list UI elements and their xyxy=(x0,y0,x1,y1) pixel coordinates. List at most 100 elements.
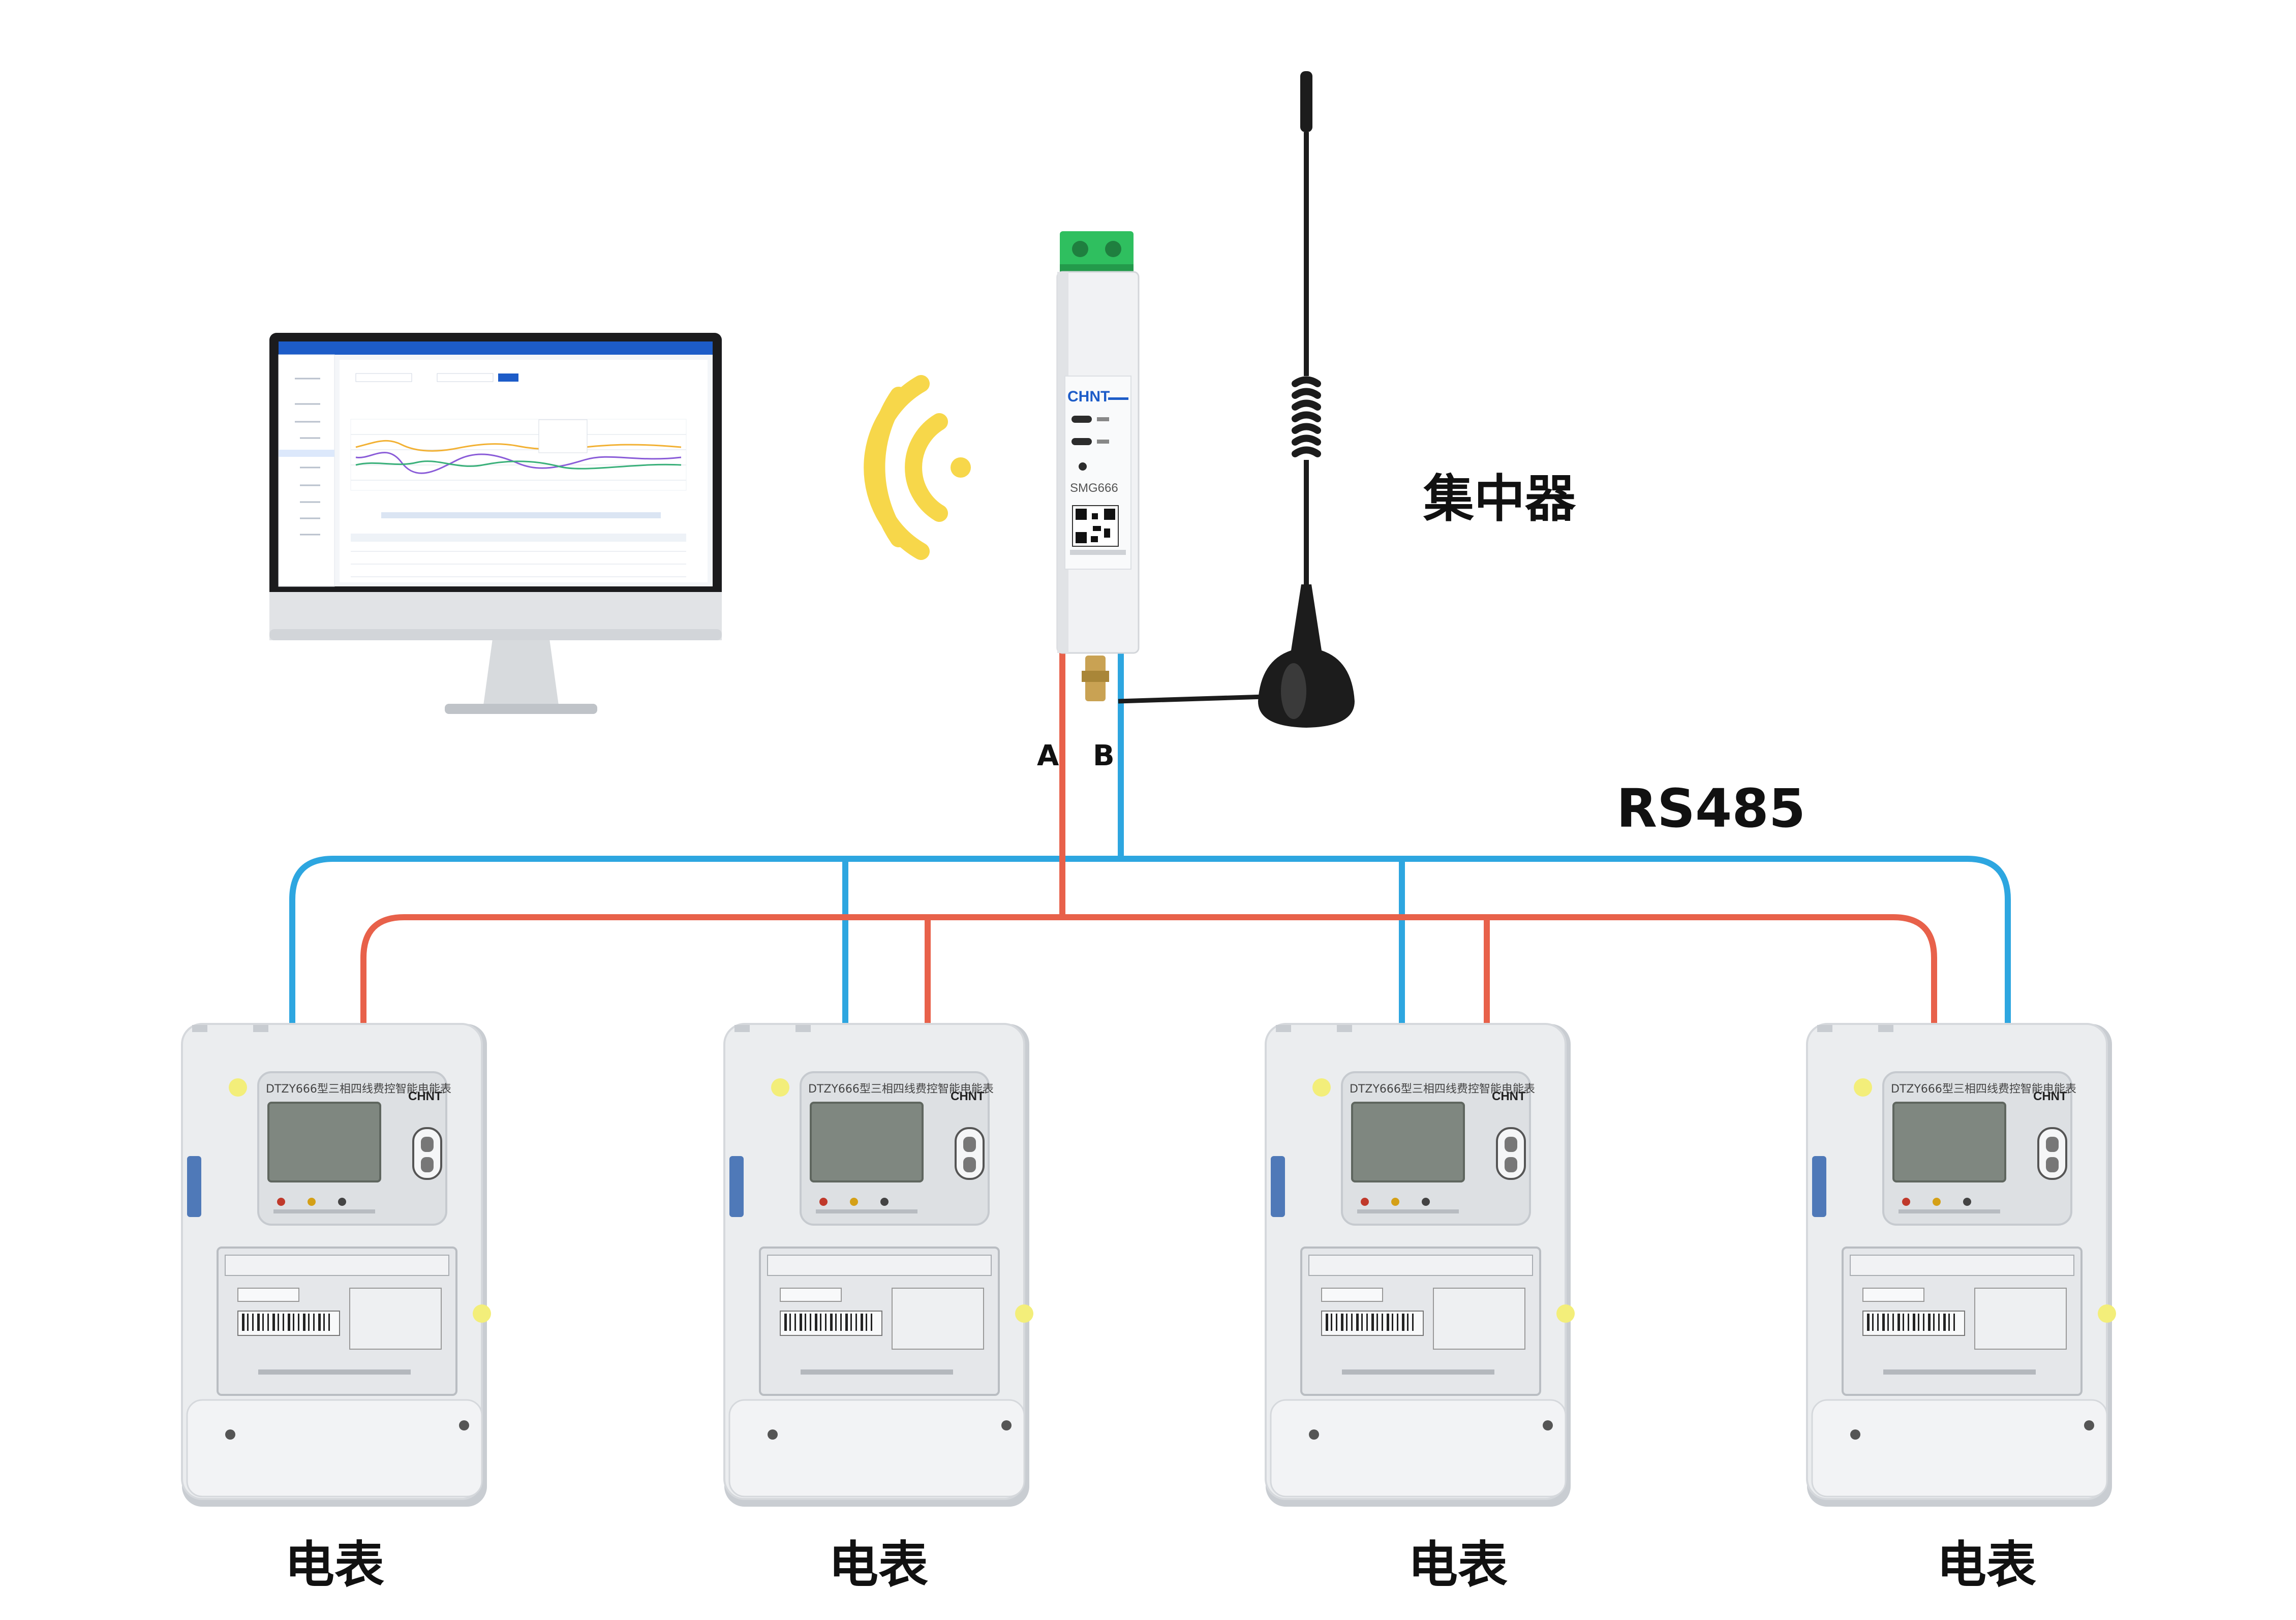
wifi-arc-3 xyxy=(868,387,907,547)
meter-barcode-bar xyxy=(1928,1314,1931,1331)
meter-freq-box xyxy=(1862,1288,1924,1302)
electric-meters: DTZY666型三相四线费控智能电能表CHNTDTZY666型三相四线费控智能电… xyxy=(181,1023,2116,1507)
meter-barcode-bar xyxy=(1908,1314,1909,1331)
meter-indicator-light xyxy=(771,1078,789,1097)
meter-maker-text xyxy=(801,1369,953,1375)
led-run xyxy=(1072,416,1092,423)
chart-line-1 xyxy=(355,440,682,452)
data-table-rows xyxy=(351,551,686,577)
terminal-a-label: A xyxy=(1037,739,1059,772)
meter-barcode-bar xyxy=(298,1314,299,1331)
meter-led-labels xyxy=(273,1209,375,1213)
meter-wire-port-left xyxy=(734,1025,750,1032)
meter-button xyxy=(1496,1127,1526,1180)
meter-barcode-bar xyxy=(866,1314,867,1331)
meter-barcode-bar xyxy=(1882,1314,1885,1331)
antenna-connector-nut xyxy=(1082,671,1109,682)
meter-barcode-bar xyxy=(840,1314,842,1331)
meter-barcode-bar xyxy=(303,1314,305,1331)
meter-status-led xyxy=(1963,1198,1971,1206)
meter-terminal-cover xyxy=(1270,1399,1567,1498)
meter-status-led xyxy=(880,1198,889,1206)
meter-status-led xyxy=(1902,1198,1910,1206)
meter-barcode-bar xyxy=(323,1314,325,1331)
qr-code xyxy=(1072,505,1119,547)
meter-status-led xyxy=(850,1198,858,1206)
meter-led-labels xyxy=(1899,1209,2000,1213)
meter-button xyxy=(955,1127,985,1180)
meter-wire-port-right xyxy=(795,1025,811,1032)
meter-barcode-bar xyxy=(278,1314,279,1331)
sidebar-item-lines xyxy=(295,378,320,536)
meter-barcode-bar xyxy=(835,1314,837,1331)
meter-barcode-bar xyxy=(1953,1314,1955,1331)
meter-screw-left xyxy=(1309,1429,1319,1440)
meter-screw-left xyxy=(1850,1429,1860,1440)
meter-button-top xyxy=(2046,1137,2059,1152)
meter-barcode-bar xyxy=(1346,1314,1348,1331)
meter-button-bottom xyxy=(2046,1157,2059,1172)
monitor-stand-neck xyxy=(483,635,559,709)
meter-maker-text xyxy=(1342,1369,1494,1375)
meter-barcode-bar xyxy=(247,1314,249,1331)
antenna-whip-tip xyxy=(1300,71,1312,132)
meter-side-seal xyxy=(187,1156,201,1217)
chart-line-2 xyxy=(355,452,682,474)
meter-wire-port-left xyxy=(1276,1025,1291,1032)
meter-button-bottom xyxy=(421,1157,434,1172)
meter-status-led xyxy=(1933,1198,1941,1206)
meter-screw-left xyxy=(768,1429,778,1440)
meter-barcode-bar xyxy=(784,1314,787,1331)
app-header xyxy=(279,341,713,355)
meter-model-text: DTZY666型三相四线费控智能电能表 xyxy=(266,1083,451,1096)
meter-side-seal xyxy=(1271,1156,1285,1217)
meter-barcode-bar xyxy=(825,1314,826,1331)
meter-brand: CHNT xyxy=(951,1089,985,1103)
meter-button xyxy=(412,1127,442,1180)
meter-button-top xyxy=(963,1137,976,1152)
chart-zoom-slider xyxy=(381,512,661,518)
meter-barcode-bar xyxy=(1933,1314,1935,1331)
antenna-base-highlight xyxy=(1281,663,1306,719)
meter-led-labels xyxy=(1357,1209,1459,1213)
meter-status-led xyxy=(819,1198,828,1206)
meter-barcode-bar xyxy=(820,1314,821,1331)
meter-barcode-bar xyxy=(1336,1314,1337,1331)
meter-rating-strip xyxy=(225,1255,449,1276)
meter-barcode-bar xyxy=(242,1314,244,1331)
wifi-dot xyxy=(951,457,971,478)
meter-barcode-bar xyxy=(1943,1314,1946,1331)
meter-wire-port-right xyxy=(1337,1025,1352,1032)
meter-status-led xyxy=(1391,1198,1399,1206)
reset-button xyxy=(1079,462,1087,471)
data-table-header xyxy=(351,534,686,542)
meter-barcode-bar xyxy=(815,1314,817,1331)
meter-barcode-bar xyxy=(1897,1314,1900,1331)
meter-barcode-bar xyxy=(1402,1314,1404,1331)
led-comm xyxy=(1072,438,1092,445)
meter-lcd xyxy=(1351,1102,1465,1182)
meter-terminal-cover xyxy=(1811,1399,2108,1498)
chart-line-3 xyxy=(355,460,682,470)
meter-lcd xyxy=(810,1102,924,1182)
meter-barcode-bar xyxy=(1877,1314,1879,1331)
meter-rating-strip xyxy=(1308,1255,1533,1276)
meter-barcode-bar xyxy=(1361,1314,1363,1331)
meter-screw-left xyxy=(225,1429,235,1440)
meter-barcode-bar xyxy=(267,1314,269,1331)
meter-freq-box xyxy=(1321,1288,1383,1302)
meter-terminal-cover xyxy=(728,1399,1025,1498)
meter-screw-right xyxy=(1001,1420,1012,1430)
meter-barcode-bar xyxy=(1918,1314,1919,1331)
meter-label-3: 电表 xyxy=(1408,1536,1508,1594)
led-comm-label xyxy=(1097,440,1109,444)
meter-barcode-bar xyxy=(1341,1314,1343,1331)
meter-barcode-bar xyxy=(257,1314,260,1331)
meter-wiring-diagram xyxy=(892,1288,984,1350)
meter-screw-right xyxy=(1543,1420,1553,1430)
meter-barcode-bar xyxy=(1948,1314,1950,1331)
chart-grid xyxy=(351,434,686,481)
